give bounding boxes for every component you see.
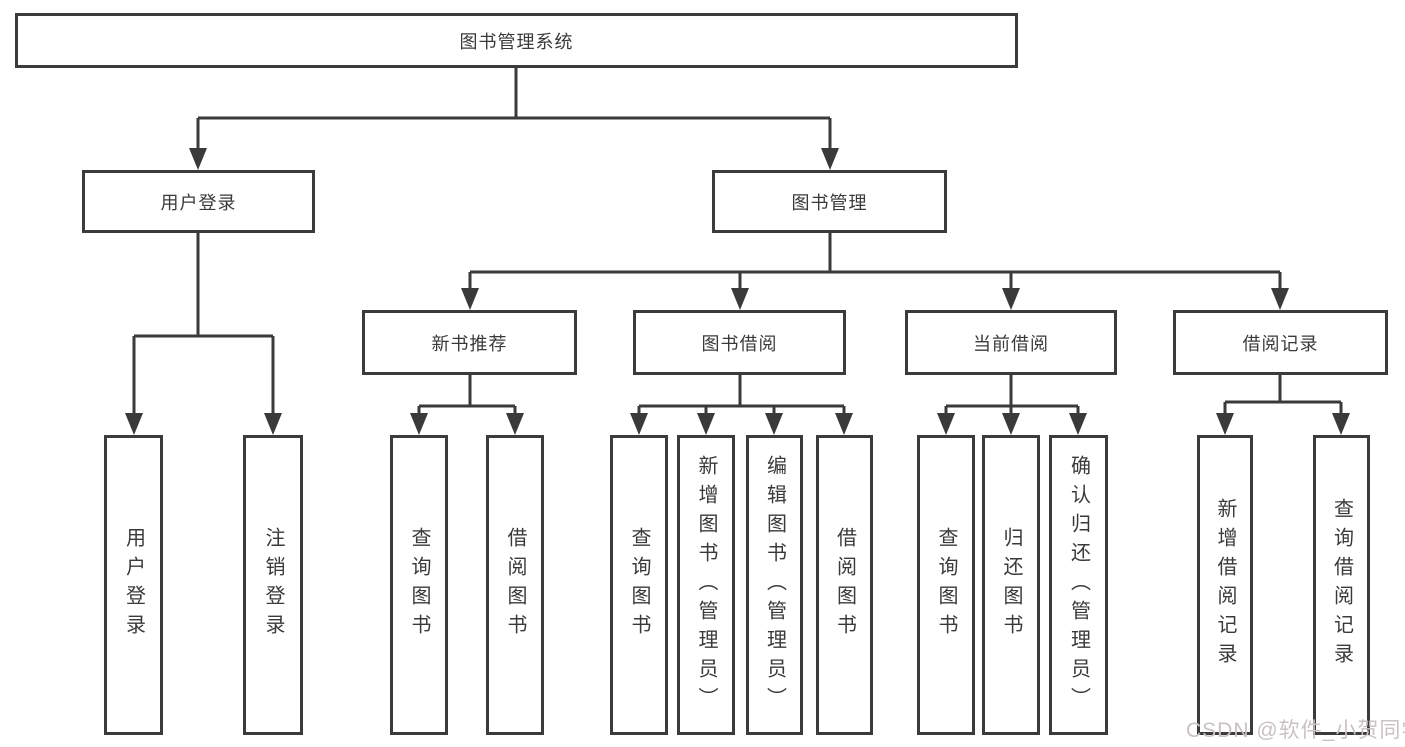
arrow-head-icon	[125, 413, 143, 435]
node-root-label: 图书管理系统	[459, 31, 574, 52]
leaf-add-borrow-record: 新增借阅记录	[1197, 435, 1253, 735]
arrow-head-icon	[765, 413, 783, 435]
leaf-query-borrow-record: 查询借阅记录	[1313, 435, 1370, 735]
leaf-borrow-books-1-label: 借阅图书	[504, 527, 526, 643]
node-book-management-label: 图书管理	[791, 192, 868, 213]
leaf-query-books-3: 查询图书	[917, 435, 975, 735]
leaf-user-login: 用户登录	[104, 435, 163, 735]
arrow-head-icon	[410, 413, 428, 435]
arrow-head-icon	[1002, 288, 1020, 310]
arrow-head-icon	[1069, 413, 1087, 435]
arrow-head-icon	[630, 413, 648, 435]
node-root: 图书管理系统	[15, 13, 1018, 68]
leaf-query-books-3-label: 查询图书	[935, 527, 957, 643]
node-borrow-records-label: 借阅记录	[1242, 333, 1319, 354]
arrow-head-icon	[1332, 413, 1350, 435]
node-current-borrow: 当前借阅	[905, 310, 1117, 375]
leaf-add-book-admin-label: 新增图书（管理员）	[695, 454, 717, 716]
leaf-borrow-books-2-label: 借阅图书	[833, 527, 856, 643]
node-new-book-recommend: 新书推荐	[362, 310, 577, 375]
arrow-head-icon	[731, 288, 749, 310]
connector-path	[132, 68, 1343, 417]
node-borrow-records: 借阅记录	[1173, 310, 1388, 375]
leaf-logout: 注销登录	[243, 435, 303, 735]
arrow-head-icon	[461, 288, 479, 310]
arrow-head-icon	[506, 413, 524, 435]
leaf-query-books-1: 查询图书	[390, 435, 448, 735]
node-book-management: 图书管理	[712, 170, 947, 233]
arrow-head-icon	[821, 148, 839, 170]
node-new-book-recommend-label: 新书推荐	[431, 333, 508, 354]
leaf-return-book: 归还图书	[982, 435, 1040, 735]
leaf-add-book-admin: 新增图书（管理员）	[677, 435, 735, 735]
arrow-head-icon	[1216, 413, 1234, 435]
arrow-head-icon	[189, 148, 207, 170]
leaf-confirm-return-admin-label: 确认归还（管理员）	[1067, 454, 1090, 716]
leaf-query-books-2: 查询图书	[610, 435, 668, 735]
csdn-watermark: CSDN @软件_小贺同学	[1186, 719, 1405, 742]
leaf-add-borrow-record-label: 新增借阅记录	[1214, 498, 1236, 672]
leaf-borrow-books-2: 借阅图书	[816, 435, 873, 735]
leaf-return-book-label: 归还图书	[1000, 527, 1022, 643]
leaf-edit-book-admin: 编辑图书（管理员）	[746, 435, 803, 735]
leaf-query-borrow-record-label: 查询借阅记录	[1330, 498, 1353, 672]
node-book-borrow-label: 图书借阅	[701, 333, 778, 354]
arrow-head-icon	[835, 413, 853, 435]
node-book-borrow: 图书借阅	[633, 310, 846, 375]
node-current-borrow-label: 当前借阅	[973, 333, 1049, 354]
leaf-edit-book-admin-label: 编辑图书（管理员）	[763, 454, 786, 716]
leaf-borrow-books-1: 借阅图书	[486, 435, 544, 735]
leaf-user-login-label: 用户登录	[122, 527, 145, 643]
arrow-head-icon	[937, 413, 955, 435]
arrow-head-icon	[1002, 413, 1020, 435]
leaf-query-books-1-label: 查询图书	[408, 527, 430, 643]
node-user-login-label: 用户登录	[160, 192, 237, 213]
leaf-confirm-return-admin: 确认归还（管理员）	[1049, 435, 1108, 735]
arrow-head-icon	[697, 413, 715, 435]
arrow-head-icon	[1271, 288, 1289, 310]
leaf-query-books-2-label: 查询图书	[628, 527, 650, 643]
node-user-login: 用户登录	[82, 170, 315, 233]
leaf-logout-label: 注销登录	[262, 527, 284, 643]
arrow-head-icon	[264, 413, 282, 435]
